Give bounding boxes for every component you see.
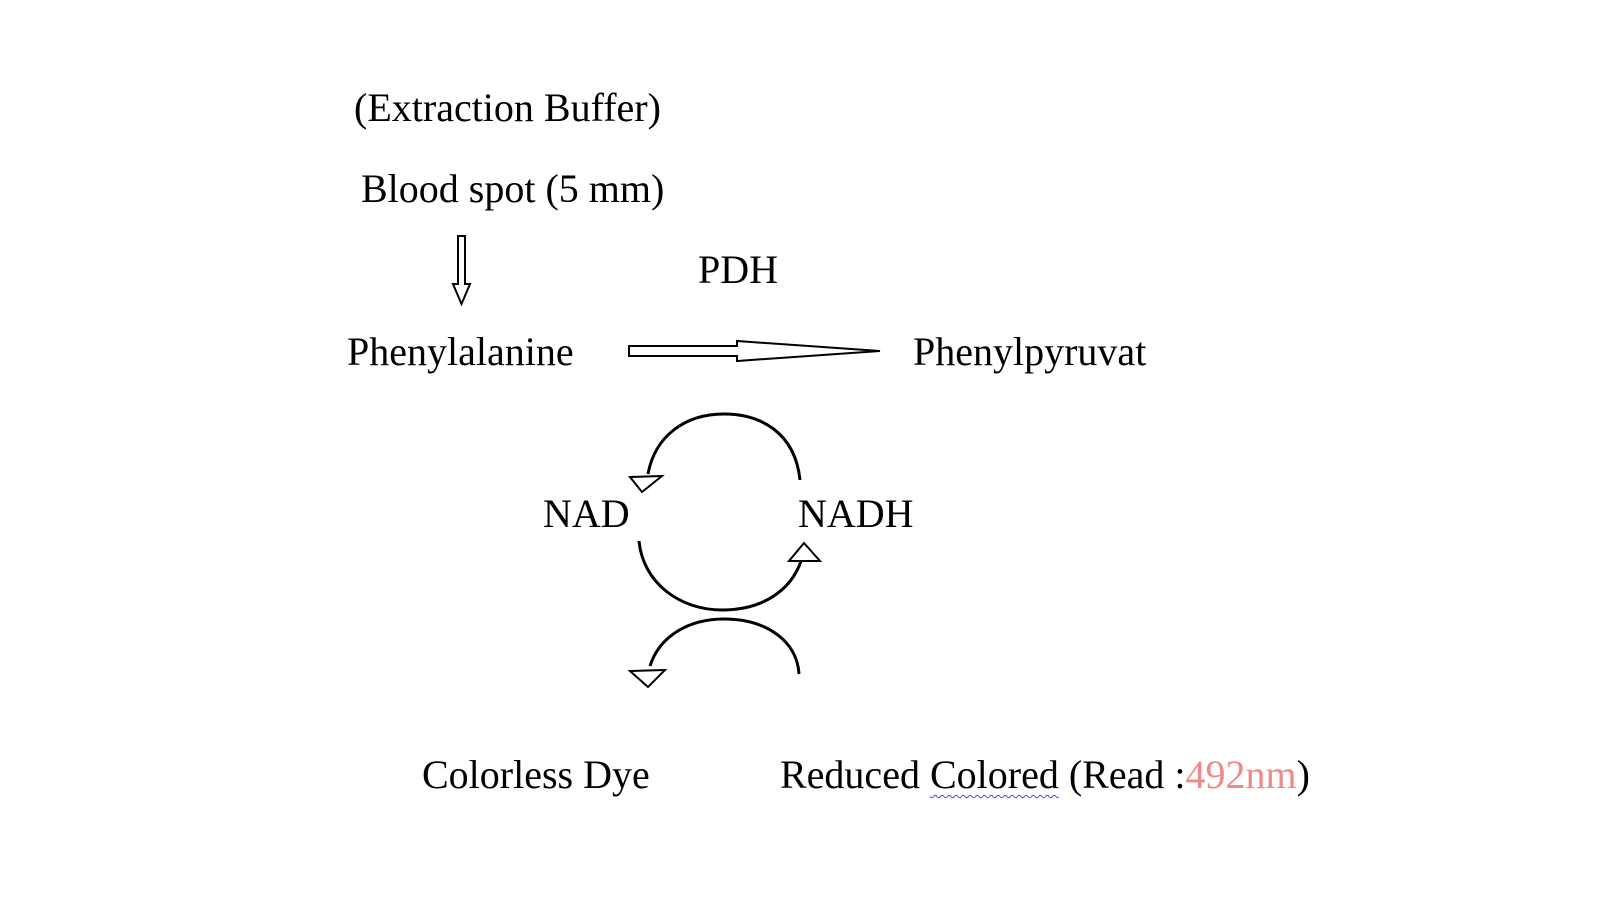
- product-label: Phenylpyruvat: [913, 329, 1147, 374]
- curved-arrow-icon-dye: [627, 617, 801, 689]
- colored-word: Colored: [929, 752, 1059, 797]
- curved-arrow-icon-nad-to-nadh: [637, 540, 823, 612]
- reduced-colored-label: Reduced Colored (Read :492nm): [780, 755, 1310, 795]
- curved-arrow-icon-nadh-to-nad: [627, 412, 802, 494]
- read-close: ): [1296, 752, 1310, 797]
- enzyme-label: PDH: [698, 247, 779, 292]
- hollow-right-arrow-icon: [628, 339, 881, 363]
- reduced-prefix: Reduced: [780, 752, 930, 797]
- extraction-buffer-label: (Extraction Buffer): [354, 85, 661, 130]
- substrate-label: Phenylalanine: [347, 329, 574, 374]
- blood-spot-label: Blood spot (5 mm): [361, 166, 665, 211]
- nad-label: NAD: [543, 491, 630, 536]
- colorless-dye-label: Colorless Dye: [422, 752, 650, 797]
- nadh-label: NADH: [798, 491, 914, 536]
- hollow-down-arrow-icon: [451, 235, 472, 307]
- wavelength-value: 492nm: [1185, 752, 1297, 797]
- read-open: (Read :: [1058, 752, 1186, 797]
